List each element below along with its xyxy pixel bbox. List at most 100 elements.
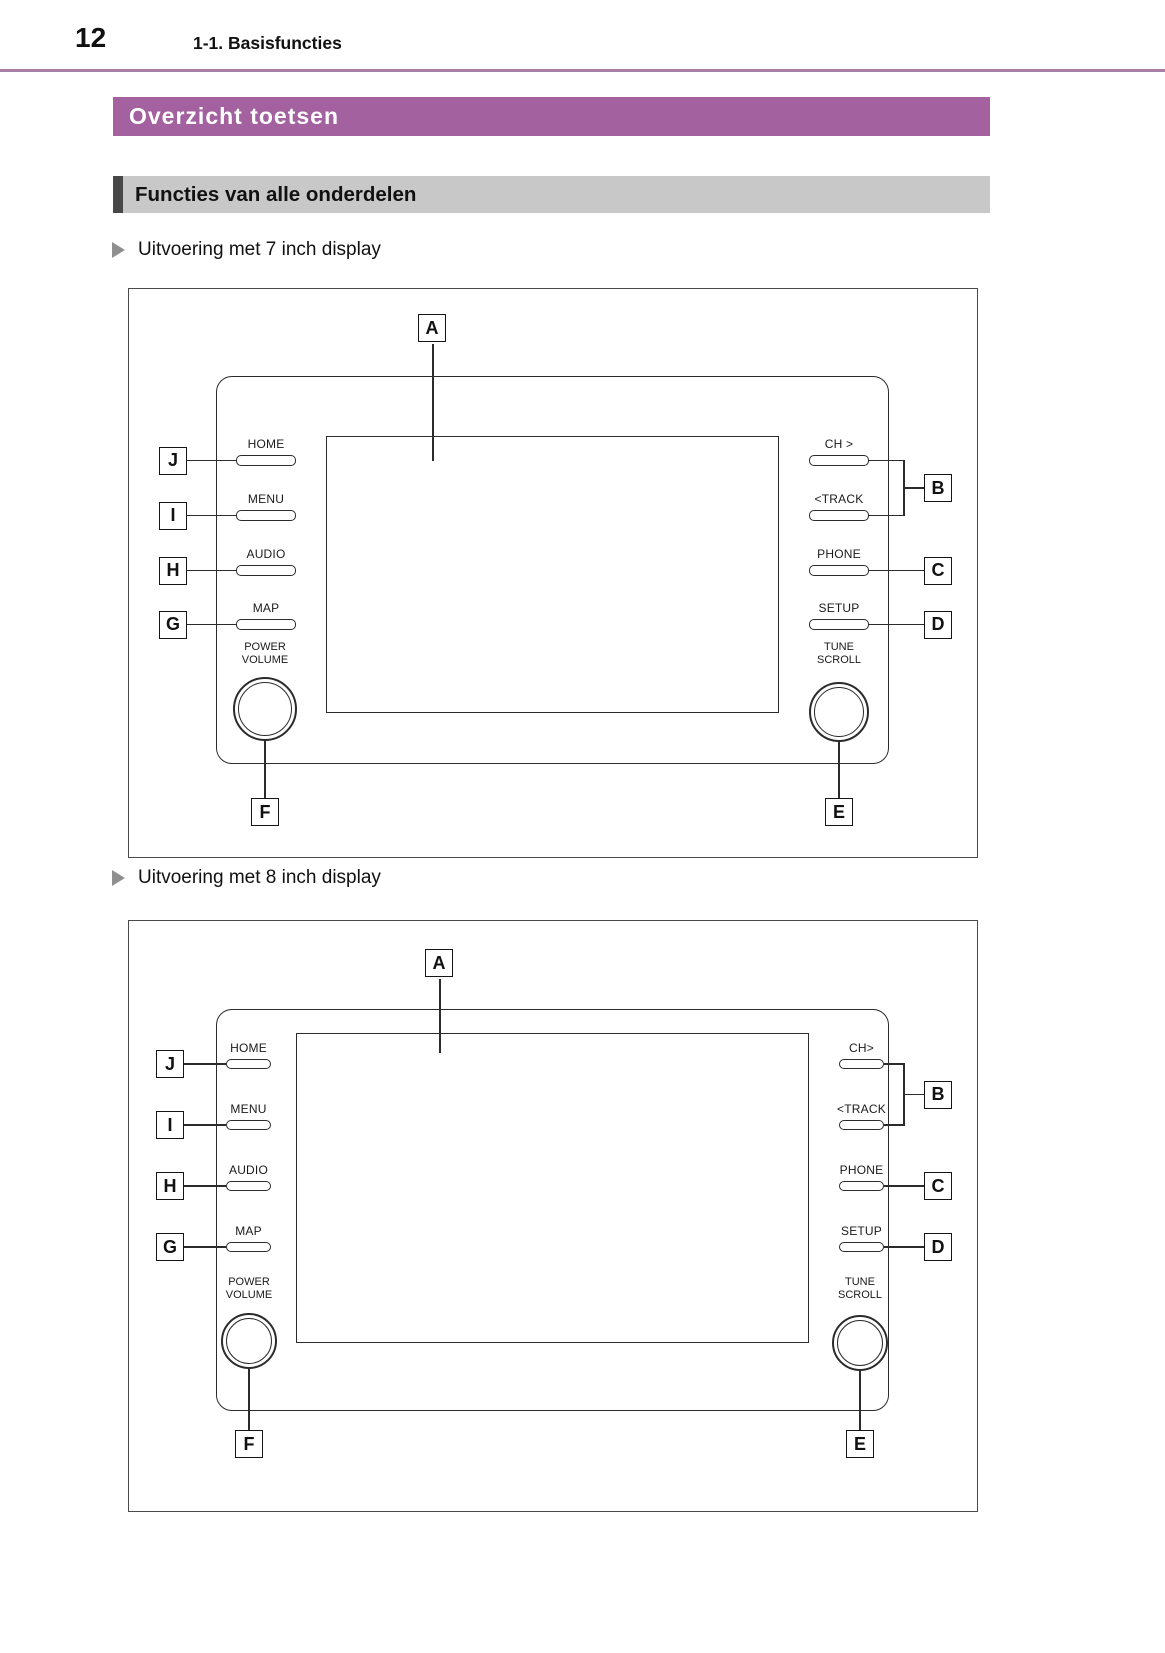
- diagram-8inch: A HOME J MENU I AUDIO H MAP G CH> <TRACK PHONE SETUP…: [128, 920, 978, 1512]
- section-title: 1-1. Basisfuncties: [193, 33, 342, 53]
- callout-line: [869, 569, 924, 572]
- callout-line: [838, 742, 840, 798]
- callout-line: [884, 1124, 904, 1126]
- callout-line: [248, 1369, 250, 1430]
- callout-box-j: J: [159, 446, 187, 475]
- tune-scroll-label: TUNE SCROLL: [837, 1276, 883, 1302]
- variant-heading-7inch: Uitvoering met 7 inch display: [112, 238, 381, 262]
- ch-button-label: CH >: [824, 437, 854, 451]
- ch-button: [839, 1059, 884, 1069]
- subsection-banner-text: Functies van alle onderdelen: [135, 182, 417, 206]
- callout-box-a: A: [425, 949, 453, 977]
- callout-box-i: I: [156, 1111, 184, 1139]
- track-button: [809, 510, 869, 521]
- callout-line: [869, 623, 924, 626]
- subsection-banner: Functies van alle onderdelen: [113, 176, 990, 213]
- callout-box-h: H: [159, 556, 187, 585]
- variant-heading-8inch: Uitvoering met 8 inch display: [112, 866, 381, 890]
- callout-box-g: G: [156, 1233, 184, 1261]
- tune-scroll-knob-inner: [837, 1320, 883, 1366]
- callout-box-c: C: [924, 1172, 952, 1200]
- callout-line: [884, 1246, 924, 1248]
- callout-box-b: B: [924, 1080, 952, 1109]
- power-volume-label: POWER VOLUME: [241, 641, 289, 667]
- callout-box-f: F: [251, 798, 279, 826]
- callout-line: [264, 741, 266, 798]
- callout-box-h: H: [156, 1172, 184, 1200]
- phone-button: [839, 1181, 884, 1191]
- map-button: [236, 619, 296, 630]
- menu-button: [236, 510, 296, 521]
- variant-heading-text: Uitvoering met 7 inch display: [138, 239, 381, 260]
- callout-line: [184, 1185, 226, 1187]
- callout-box-d: D: [924, 1233, 952, 1261]
- callout-box-b: B: [924, 474, 952, 502]
- title-banner: Overzicht toetsen: [113, 97, 990, 136]
- phone-button-label: PHONE: [817, 547, 861, 561]
- track-button-label: <TRACK: [837, 1102, 886, 1116]
- setup-button: [839, 1242, 884, 1252]
- triangle-bullet-icon: [112, 870, 125, 886]
- display-screen: [296, 1033, 809, 1343]
- callout-box-f: F: [235, 1430, 263, 1458]
- callout-line: [859, 1371, 861, 1430]
- callout-box-e: E: [846, 1430, 874, 1458]
- phone-button-label: PHONE: [839, 1163, 884, 1177]
- track-button: [839, 1120, 884, 1130]
- screen-callout-line: [432, 344, 434, 461]
- header-rule: [0, 69, 1165, 72]
- ch-button-label: CH>: [849, 1041, 874, 1055]
- callout-line: [187, 569, 236, 572]
- callout-line: [904, 487, 924, 489]
- callout-box-d: D: [924, 610, 952, 639]
- ch-button: [809, 455, 869, 466]
- callout-line: [869, 459, 904, 462]
- map-button-label: MAP: [252, 601, 280, 615]
- callout-line: [184, 1246, 226, 1248]
- setup-button-label: SETUP: [818, 601, 860, 615]
- map-button-label: MAP: [235, 1224, 262, 1238]
- callout-line: [903, 459, 905, 517]
- home-button: [226, 1059, 271, 1069]
- map-button: [226, 1242, 271, 1252]
- audio-button-label: AUDIO: [228, 1163, 268, 1177]
- tune-scroll-label: TUNE SCROLL: [816, 641, 862, 667]
- callout-box-c: C: [924, 556, 952, 585]
- home-button-label: HOME: [230, 1041, 267, 1055]
- diagram-7inch: A HOME J MENU I AUDIO H MAP G CH > <TRACK PHONE SETU…: [128, 288, 978, 858]
- audio-button: [226, 1181, 271, 1191]
- callout-box-e: E: [825, 798, 853, 826]
- menu-button: [226, 1120, 271, 1130]
- display-screen: [326, 436, 779, 713]
- audio-button: [236, 565, 296, 576]
- track-button-label: <TRACK: [814, 492, 864, 506]
- setup-button: [809, 619, 869, 630]
- home-button: [236, 455, 296, 466]
- title-banner-text: Overzicht toetsen: [129, 103, 339, 129]
- subsection-bar: [113, 176, 123, 213]
- callout-line: [184, 1124, 226, 1126]
- page-number: 12: [75, 22, 107, 53]
- callout-line: [187, 623, 236, 626]
- variant-heading-text: Uitvoering met 8 inch display: [138, 867, 381, 888]
- callout-line: [869, 514, 904, 517]
- callout-box-a: A: [418, 314, 446, 342]
- power-volume-knob-inner: [226, 1318, 272, 1364]
- screen-callout-line: [439, 979, 441, 1053]
- tune-scroll-knob-inner: [814, 687, 864, 737]
- callout-line: [187, 459, 236, 462]
- power-volume-label: POWER VOLUME: [225, 1276, 273, 1302]
- callout-line: [884, 1185, 924, 1187]
- menu-button-label: MENU: [247, 492, 285, 506]
- setup-button-label: SETUP: [840, 1224, 882, 1238]
- callout-line: [903, 1063, 905, 1126]
- callout-line: [884, 1063, 904, 1065]
- callout-box-g: G: [159, 610, 187, 639]
- phone-button: [809, 565, 869, 576]
- audio-button-label: AUDIO: [246, 547, 286, 561]
- home-button-label: HOME: [247, 437, 285, 451]
- callout-box-i: I: [159, 501, 187, 530]
- menu-button-label: MENU: [230, 1102, 267, 1116]
- callout-box-j: J: [156, 1050, 184, 1078]
